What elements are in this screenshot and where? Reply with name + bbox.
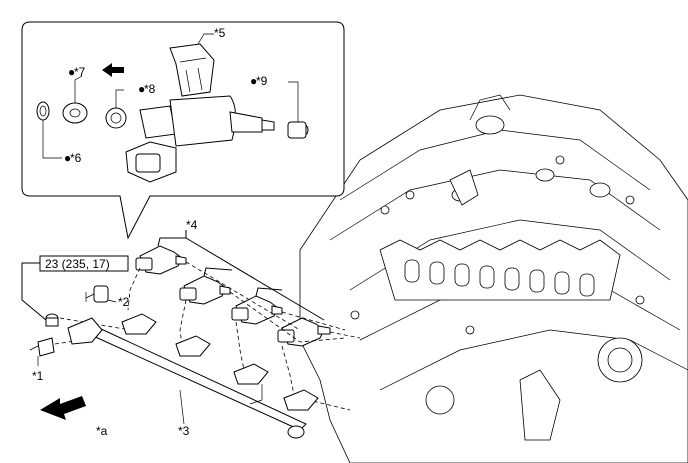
label-8: *8	[144, 82, 156, 96]
mounting-bolts	[29, 285, 109, 366]
fuel-injectors	[135, 230, 331, 347]
label-9: *9	[256, 74, 268, 88]
injector-4	[277, 317, 331, 347]
injector-1	[135, 230, 187, 275]
bolt-1	[29, 337, 55, 366]
o-ring-small	[36, 101, 50, 121]
label-5: *5	[214, 26, 226, 40]
torque-value: 23 (235, 17)	[45, 257, 110, 271]
front-direction-arrow-icon	[40, 396, 86, 420]
label-2: *2	[118, 295, 130, 309]
washer	[62, 102, 88, 124]
bullet-8: ●	[138, 82, 145, 96]
fuel-delivery-pipe	[67, 313, 319, 439]
bullet-9: ●	[250, 74, 257, 88]
label-7: *7	[74, 65, 86, 79]
engine-cylinder-head	[299, 94, 688, 463]
bolt-torque	[45, 313, 59, 327]
injector-2	[179, 267, 233, 305]
injector-detail	[125, 43, 275, 183]
label-6: *6	[70, 151, 82, 165]
label-4: *4	[186, 218, 198, 232]
label-1: *1	[32, 369, 44, 383]
label-a: *a	[96, 424, 108, 438]
callout-labels: *5 ● *7 ● *8 ● *9 ● *6 *4 *2 *1 *3 *a	[32, 26, 268, 438]
bolt-spacer	[85, 285, 109, 303]
bullet-6: ●	[64, 151, 71, 165]
installation-guide-lines	[47, 261, 361, 411]
bullet-7: ●	[68, 65, 75, 79]
o-ring-nozzle	[105, 107, 127, 129]
left-arrow-icon	[102, 63, 124, 77]
torque-spec: 23 (235, 17)	[21, 255, 129, 321]
injector-detail-callout	[21, 21, 345, 240]
injector-3	[231, 287, 283, 325]
label-3: *3	[178, 424, 190, 438]
